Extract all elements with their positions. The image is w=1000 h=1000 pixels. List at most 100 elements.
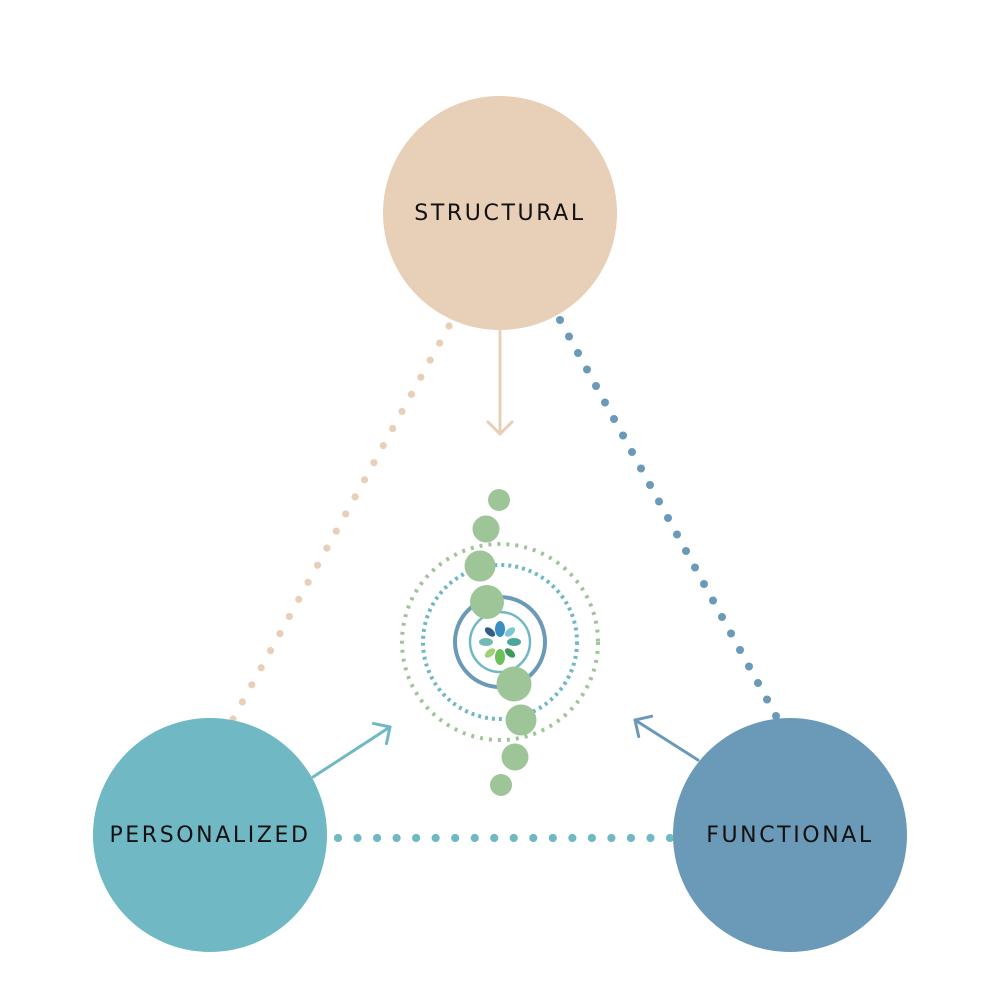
structural-personalized-connector-dot bbox=[360, 476, 369, 484]
structural-personalized-connector-dot bbox=[276, 629, 284, 638]
structural-personalized-connector-dot bbox=[398, 407, 406, 416]
structural-functional-connector-dot bbox=[655, 497, 663, 506]
functional-node: FUNCTIONAL bbox=[673, 718, 907, 952]
outer-dotted-ring bbox=[400, 542, 600, 742]
structural-functional-connector-dot bbox=[754, 679, 762, 687]
personalized-functional-connector-dot bbox=[665, 833, 675, 843]
structural-functional-connector-dot bbox=[664, 514, 672, 522]
structural-functional-connector-dot bbox=[646, 481, 654, 489]
structural-personalized-connector-dot bbox=[304, 578, 312, 586]
flower-petal bbox=[495, 621, 505, 637]
flower-petal bbox=[504, 648, 516, 658]
arrows bbox=[311, 329, 700, 779]
structural-functional-connector-dot bbox=[700, 580, 708, 588]
structural-personalized-connector bbox=[229, 322, 453, 723]
functional-arrow-icon bbox=[633, 714, 700, 762]
structural-personalized-connector-dot bbox=[445, 322, 453, 330]
structural-arrow-icon bbox=[486, 329, 514, 436]
connectors bbox=[229, 316, 780, 843]
personalized-label: PERSONALIZED bbox=[109, 822, 311, 848]
personalized-functional-connector-dot bbox=[646, 833, 655, 843]
structural-functional-connector-dot bbox=[673, 530, 681, 539]
structural-functional-connector-dot bbox=[583, 365, 591, 374]
vertebra bbox=[496, 666, 532, 702]
functional-label: FUNCTIONAL bbox=[706, 822, 874, 848]
personalized-arrow-icon bbox=[311, 721, 392, 779]
flower-petal bbox=[484, 648, 496, 658]
structural-personalized-connector-dot bbox=[285, 612, 293, 621]
vertebra bbox=[470, 585, 504, 619]
flower-petal bbox=[504, 627, 516, 637]
spine-logo-icon bbox=[400, 489, 600, 796]
structural-personalized-connector-dot bbox=[323, 544, 331, 552]
personalized-functional-connector-dot bbox=[372, 833, 382, 843]
structural-personalized-connector-dot bbox=[426, 356, 434, 364]
structural-personalized-connector-dot bbox=[379, 442, 387, 450]
personalized-functional-connector-dot bbox=[392, 833, 401, 843]
structural-personalized-connector-dot bbox=[436, 339, 444, 347]
structural-functional-connector-dot bbox=[682, 547, 690, 555]
structural-functional-connector-dot bbox=[637, 464, 645, 473]
personalized-functional-connector-dot bbox=[490, 833, 499, 843]
vertebra bbox=[501, 743, 529, 771]
functional-arrow-icon-shaft bbox=[633, 718, 700, 762]
personalized-functional-connector-dot bbox=[509, 833, 518, 843]
structural-personalized-connector-dot bbox=[238, 698, 246, 706]
flower-icon bbox=[479, 621, 521, 665]
personalized-functional-connector-dot bbox=[626, 833, 636, 843]
structural-personalized-connector-dot bbox=[332, 527, 340, 535]
structural-personalized-connector-dot bbox=[351, 493, 359, 501]
personalized-functional-connector-dot bbox=[587, 833, 596, 843]
structural-personalized-connector-dot bbox=[342, 510, 350, 518]
structural-functional-connector-dot bbox=[592, 382, 600, 390]
personalized-functional-connector bbox=[333, 833, 675, 843]
structural-functional-connector-dot bbox=[556, 316, 564, 324]
structural-personalized-connector-dot bbox=[417, 373, 425, 381]
structural-personalized-connector-dot bbox=[407, 390, 416, 398]
structural-arrow-icon-head bbox=[486, 420, 514, 436]
structural-functional-connector-dot bbox=[691, 563, 699, 572]
flower-petal bbox=[495, 649, 505, 665]
personalized-functional-connector-dot bbox=[451, 833, 460, 843]
structural-functional-connector-dot bbox=[565, 332, 573, 341]
personalized-functional-connector-dot bbox=[548, 833, 557, 843]
personalized-arrow-icon-head bbox=[371, 721, 392, 746]
structural-personalized-connector-dot bbox=[389, 424, 397, 433]
vertebra bbox=[488, 489, 510, 511]
structural-functional-connector-dot bbox=[763, 695, 771, 704]
flower-petal bbox=[484, 627, 496, 637]
spine-icon bbox=[464, 489, 537, 796]
vertebra bbox=[464, 550, 496, 582]
functional-arrow-icon-head bbox=[633, 714, 654, 739]
personalized-arrow-icon-shaft bbox=[311, 725, 392, 779]
structural-functional-connector-dot bbox=[619, 431, 627, 440]
structural-personalized-connector-dot bbox=[257, 664, 265, 672]
structural-functional-connector-dot bbox=[745, 662, 753, 671]
personalized-functional-connector-dot bbox=[568, 833, 577, 843]
personalized-functional-connector-dot bbox=[431, 833, 440, 843]
structural-functional-connector-dot bbox=[574, 349, 582, 357]
structural-personalized-connector-dot bbox=[370, 459, 378, 467]
personalized-node: PERSONALIZED bbox=[93, 718, 327, 952]
structural-functional-connector-dot bbox=[628, 448, 636, 456]
structural-functional-connector-dot bbox=[601, 398, 609, 407]
structural-personalized-connector-dot bbox=[266, 647, 275, 655]
personalized-functional-connector-dot bbox=[353, 833, 362, 843]
structural-personalized-connector-dot bbox=[295, 595, 303, 603]
personalized-functional-connector-dot bbox=[333, 833, 343, 843]
structural-node: STRUCTURAL bbox=[383, 96, 617, 330]
middle-dotted-ring bbox=[421, 563, 579, 721]
personalized-functional-connector-dot bbox=[529, 833, 538, 843]
structural-personalized-connector-dot bbox=[248, 681, 256, 689]
structural-functional-connector-dot bbox=[709, 596, 717, 605]
personalized-functional-connector-dot bbox=[470, 833, 479, 843]
structural-label: STRUCTURAL bbox=[414, 200, 586, 226]
structural-functional-connector-dot bbox=[610, 415, 618, 423]
vertebra bbox=[505, 704, 537, 736]
structural-functional-connector-dot bbox=[718, 613, 726, 621]
structural-functional-connector-dot bbox=[727, 629, 735, 638]
structural-functional-connector-dot bbox=[736, 646, 744, 654]
structural-personalized-connector-dot bbox=[313, 561, 322, 569]
structural-functional-connector bbox=[556, 316, 780, 720]
